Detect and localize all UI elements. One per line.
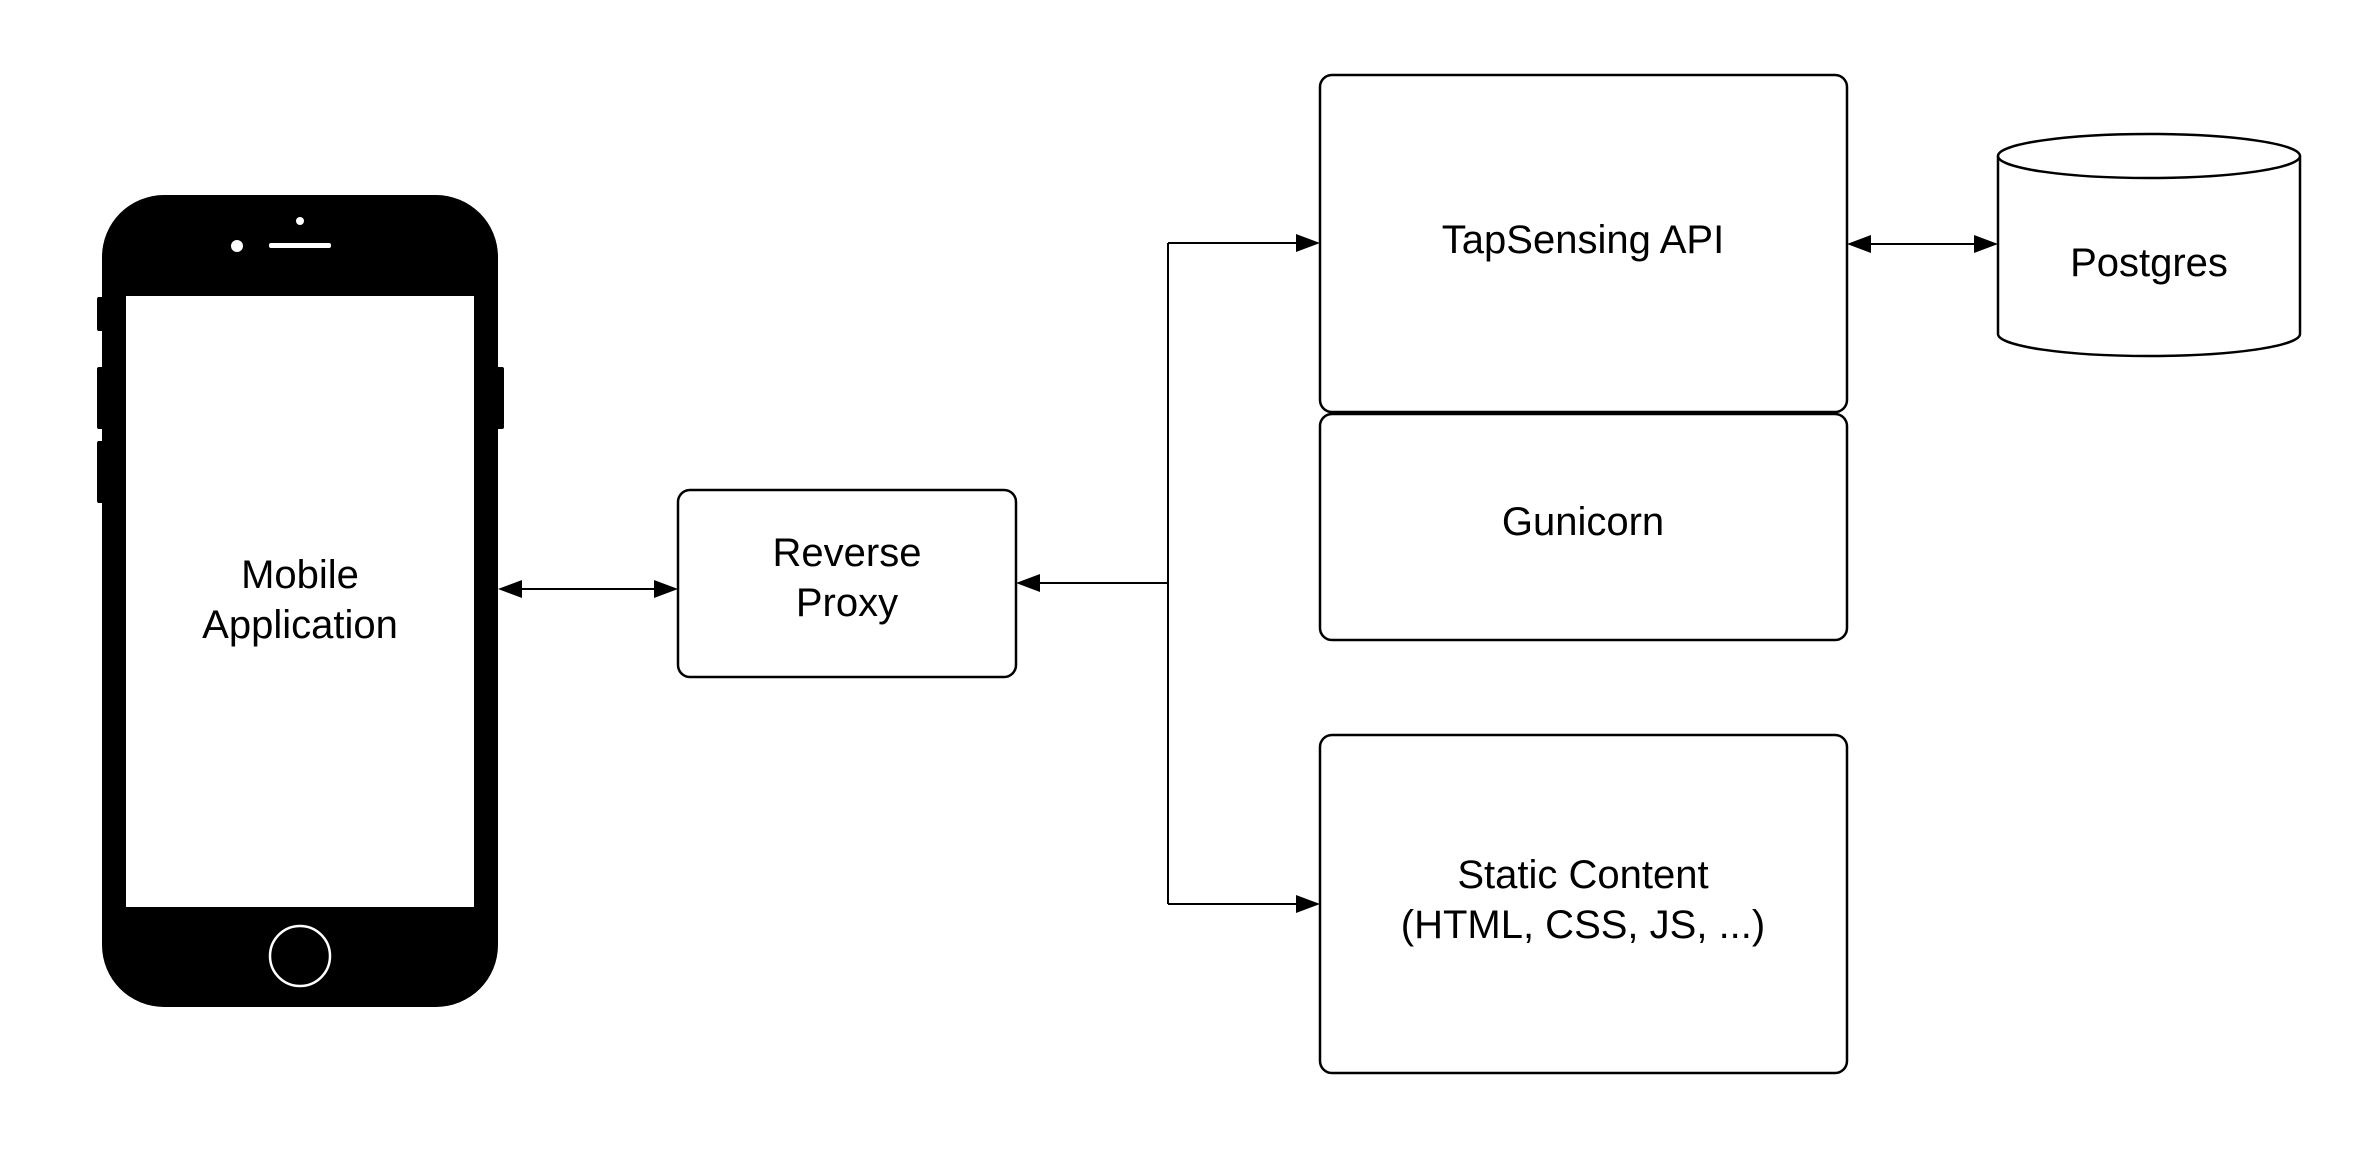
phone-camera-icon: [231, 240, 243, 252]
reverse-proxy-node: Reverse Proxy: [676, 488, 1018, 679]
gunicorn-node: Gunicorn: [1318, 412, 1849, 642]
arrowhead-to-static-icon: [1296, 895, 1320, 913]
arrowhead-left-icon: [498, 580, 522, 598]
reverse-proxy-box: [676, 488, 1018, 679]
edge-api-to-postgres: [1847, 235, 1998, 253]
tapsensing-api-box: [1318, 73, 1849, 414]
reverse-proxy-label-line2: Proxy: [796, 581, 898, 625]
mobile-application-node: Mobile Application: [97, 195, 504, 1007]
phone-sensor: [296, 217, 304, 225]
static-content-node: Static Content (HTML, CSS, JS, ...): [1318, 733, 1849, 1075]
phone-home-button-icon: [268, 924, 332, 988]
edge-mobile-to-proxy: [498, 580, 678, 598]
tapsensing-api-label: TapSensing API: [1442, 218, 1724, 262]
postgres-cylinder-body: [1996, 156, 2302, 358]
static-content-label-line1: Static Content: [1457, 853, 1708, 897]
arrowhead-to-postgres-icon: [1974, 235, 1998, 253]
arrowhead-to-proxy-icon: [1016, 574, 1040, 592]
mobile-application-label-line1: Mobile: [241, 553, 359, 597]
tapsensing-api-node: TapSensing API: [1318, 73, 1849, 414]
reverse-proxy-label-line1: Reverse: [773, 531, 922, 575]
static-content-label-line2: (HTML, CSS, JS, ...): [1401, 903, 1765, 947]
postgres-node: Postgres: [1996, 132, 2302, 358]
postgres-label: Postgres: [2070, 241, 2228, 285]
arrowhead-right-icon: [654, 580, 678, 598]
gunicorn-label: Gunicorn: [1502, 500, 1664, 544]
phone-screen: [126, 296, 474, 907]
postgres-cylinder-top: [1996, 132, 2302, 180]
edge-proxy-to-services: [1016, 234, 1320, 913]
mobile-application-label-line2: Application: [202, 603, 398, 647]
arrowhead-to-api-from-db-icon: [1847, 235, 1871, 253]
gunicorn-box: [1318, 412, 1849, 642]
phone-speaker: [269, 243, 331, 248]
arrowhead-to-api-icon: [1296, 234, 1320, 252]
